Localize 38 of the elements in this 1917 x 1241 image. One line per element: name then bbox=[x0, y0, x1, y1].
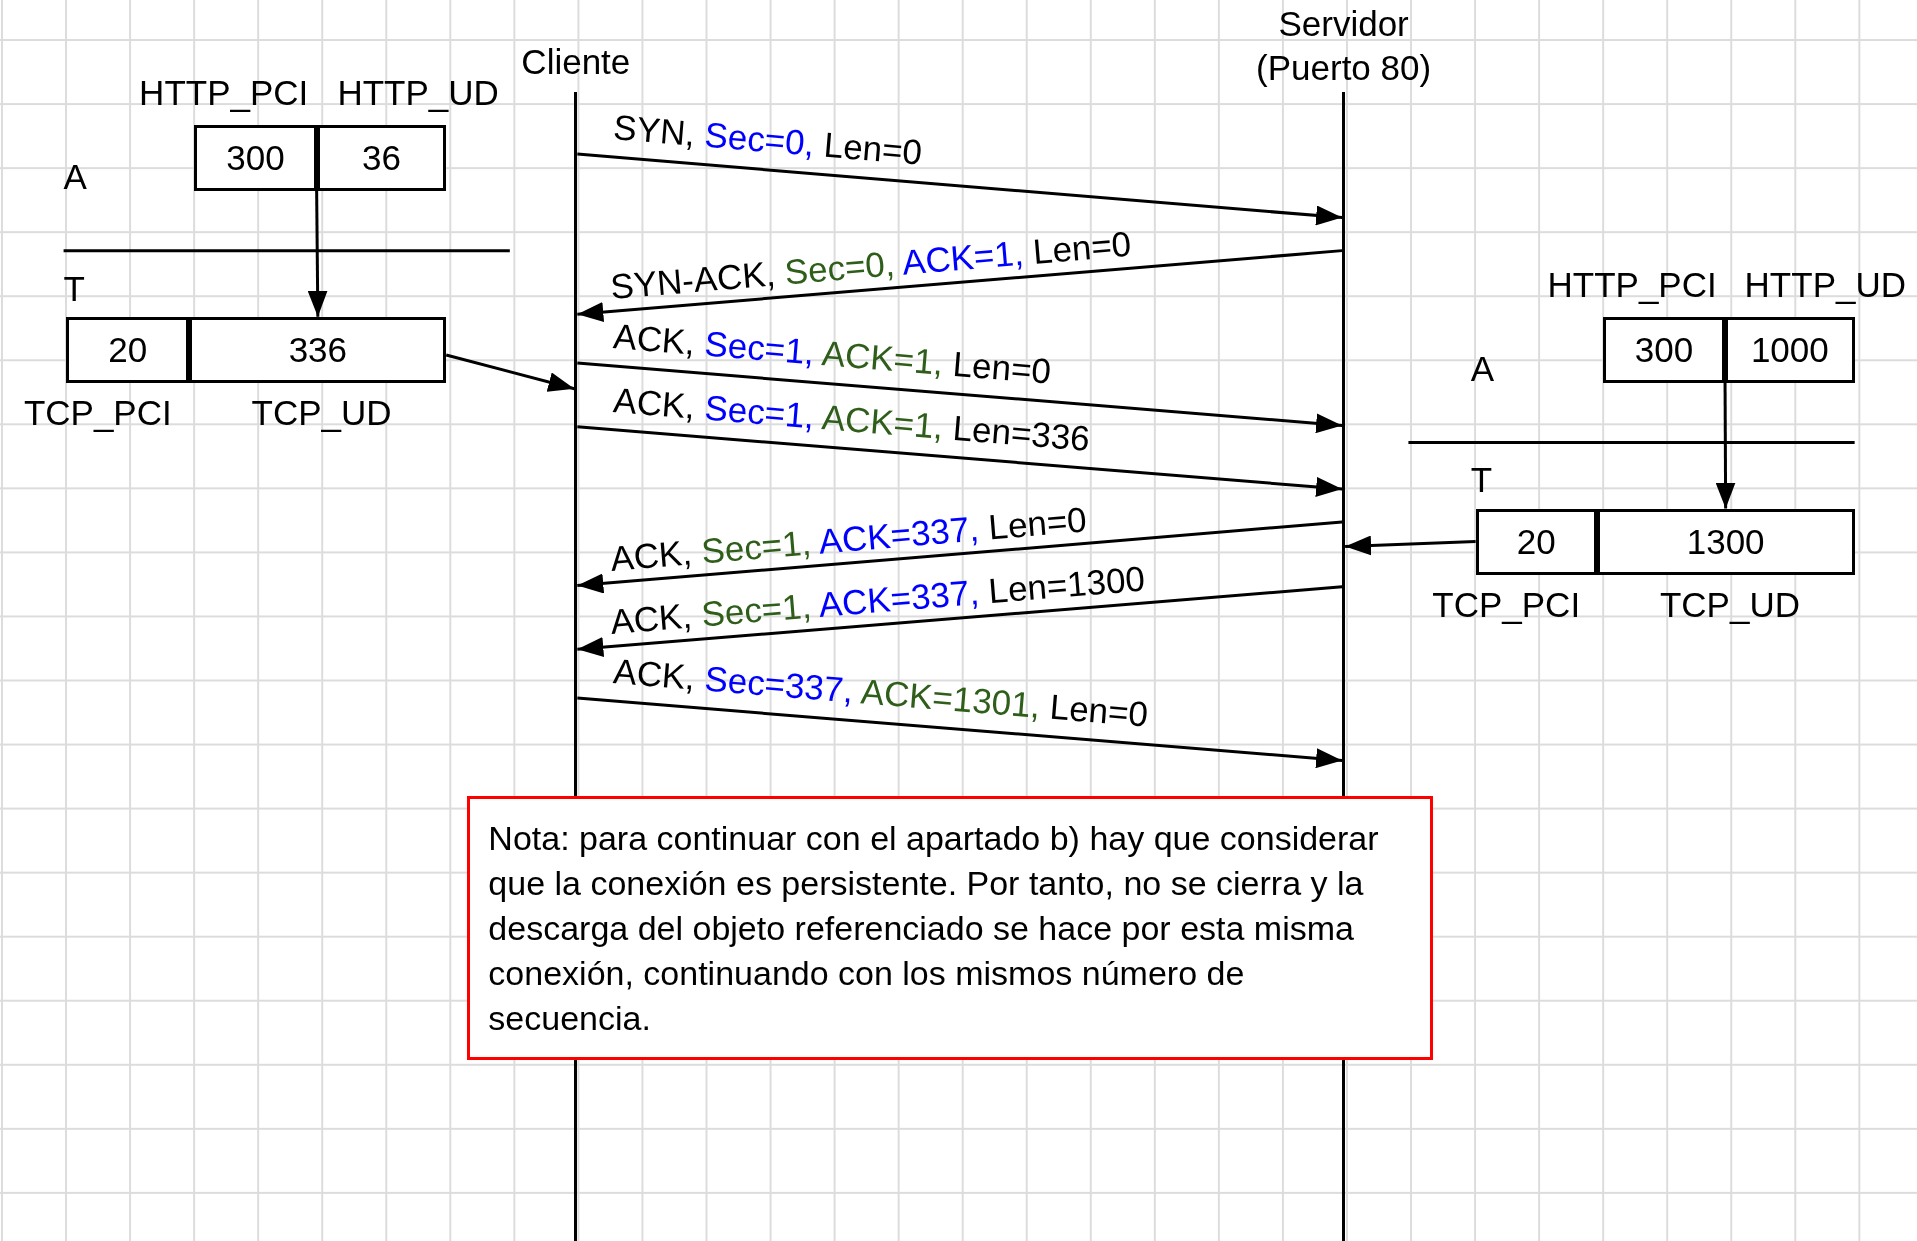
pdu-field-box: 300 bbox=[1602, 316, 1726, 383]
layer-label: A bbox=[63, 158, 87, 197]
pdu-field-box: 336 bbox=[189, 316, 447, 383]
field-label: TCP_PCI bbox=[23, 393, 172, 433]
pdu-field-box: 1000 bbox=[1725, 316, 1855, 383]
field-label: TCP_PCI bbox=[1432, 585, 1581, 625]
note-box bbox=[467, 795, 1433, 1060]
pdu-field-box: 36 bbox=[316, 124, 447, 191]
field-label: HTTP_UD bbox=[337, 73, 499, 113]
message-arrow bbox=[1345, 535, 1476, 556]
layer-label: A bbox=[1470, 349, 1495, 389]
pdu-field-box: 1300 bbox=[1596, 508, 1855, 575]
layer-label: T bbox=[1470, 461, 1493, 500]
lifeline-title: Servidor (Puerto 80) bbox=[1255, 3, 1433, 89]
message-arrow bbox=[577, 361, 1343, 434]
message-arrow bbox=[577, 249, 1343, 322]
message-arrow bbox=[577, 520, 1343, 594]
field-label: TCP_UD bbox=[1659, 585, 1800, 625]
message-label: ACK, Sec=337, ACK=1301, Len=0 bbox=[611, 652, 1150, 735]
message-label: SYN, Sec=0, Len=0 bbox=[611, 108, 924, 173]
layer-label: T bbox=[63, 269, 85, 308]
lifeline-title: Cliente bbox=[521, 40, 631, 83]
message-arrow bbox=[577, 425, 1343, 497]
message-arrow bbox=[1715, 382, 1736, 509]
field-label: HTTP_UD bbox=[1744, 265, 1906, 305]
message-arrow bbox=[577, 152, 1343, 226]
field-label: HTTP_PCI bbox=[1547, 265, 1717, 305]
field-label: HTTP_PCI bbox=[139, 73, 309, 113]
message-arrow bbox=[307, 190, 328, 317]
message-arrow bbox=[577, 585, 1343, 658]
note-text: Nota: para continuar con el apartado b) hay que considerar que la conexión es persistente. Por tanto, no se cierra y la descarga del objeto referenciado se hace por esta misma conexión, continuando con los mismos número de secuencia. bbox=[488, 818, 1380, 1039]
message-arrow bbox=[577, 696, 1343, 769]
message-arrow bbox=[445, 353, 575, 392]
pdu-field-box: 20 bbox=[1475, 508, 1597, 575]
message-label: SYN-ACK, Sec=0, ACK=1, Len=0 bbox=[608, 225, 1133, 307]
pdu-field-box: 300 bbox=[194, 124, 317, 191]
pdu-field-box: 20 bbox=[66, 316, 190, 383]
field-label: TCP_UD bbox=[251, 393, 392, 433]
